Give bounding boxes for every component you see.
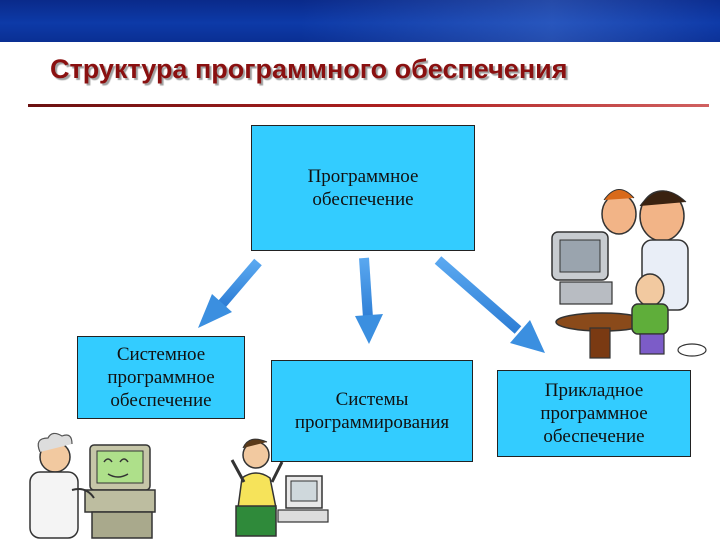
node-software-label: Программное обеспечение [307,166,419,210]
node-programming-systems: Системы программирования [271,360,473,462]
node-software: Программное обеспечение [251,125,475,251]
node-applied-software-label: Прикладное программное обеспечение [540,380,648,447]
node-system-software-label: Системное программное обеспечение [107,344,215,411]
node-system-software: Системное программное обеспечение [77,336,245,419]
node-programming-systems-label: Системы программирования [294,389,450,433]
arrow-to-system [198,258,262,328]
stressed-user-illustration [230,438,329,537]
slide-title: Структура программного обеспечения [50,54,568,84]
group-computer-illustration [551,189,707,359]
arrow-to-applied [434,256,545,353]
scientist-computer-illustration [29,432,156,539]
title-divider [28,104,709,107]
arrow-to-programming [355,257,383,344]
node-applied-software: Прикладное программное обеспечение [497,370,691,457]
top-banner [0,0,720,42]
